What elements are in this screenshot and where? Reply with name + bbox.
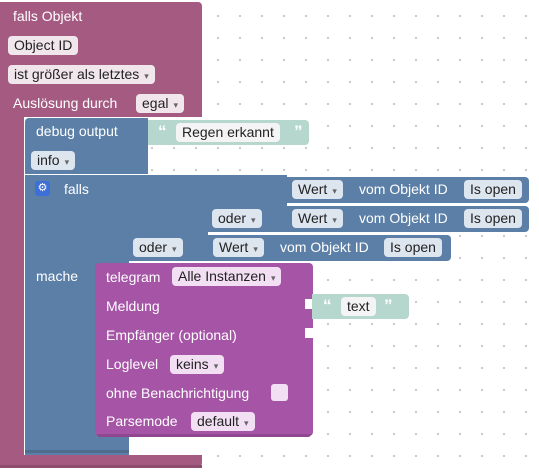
value-select-3-label: Wert — [219, 239, 249, 255]
value-select-2-label: Wert — [298, 210, 328, 226]
quote-open-icon: “ — [158, 122, 167, 141]
debug-text-field[interactable]: Regen erkannt — [176, 123, 280, 142]
parsemode-label: Parsemode — [106, 413, 178, 429]
or-select-outer[interactable]: oder ▾ — [133, 238, 183, 257]
quote-close-icon: ” — [384, 296, 393, 315]
chevron-down-icon: ▾ — [253, 244, 258, 254]
gear-icon[interactable]: ⚙ — [35, 181, 50, 196]
value-select-2[interactable]: Wert ▾ — [292, 209, 343, 228]
input-notch — [305, 328, 313, 338]
trigger-block-spine — [0, 110, 24, 462]
value-select-3[interactable]: Wert ▾ — [213, 238, 264, 257]
condition-select[interactable]: ist größer als letztes ▾ — [8, 65, 155, 84]
chevron-down-icon: ▾ — [244, 418, 249, 428]
object-field-3[interactable]: Is open — [384, 238, 442, 257]
telegram-block-shadow — [97, 434, 311, 437]
chevron-down-icon: ▾ — [173, 100, 178, 110]
chevron-down-icon: ▾ — [332, 186, 337, 196]
if-block-shadow — [25, 450, 129, 453]
trigger-by-label: Auslösung durch — [13, 95, 118, 111]
trigger-select[interactable]: egal ▾ — [136, 94, 184, 113]
of-object-label-1: vom Objekt ID — [359, 181, 448, 197]
or-select-inner-label: oder — [218, 210, 247, 226]
object-id-field[interactable]: Object ID — [8, 36, 79, 55]
telegram-label: telegram — [106, 269, 161, 285]
or-select-inner[interactable]: oder ▾ — [212, 209, 262, 228]
trigger-title: falls Objekt — [13, 8, 83, 24]
chevron-down-icon: ▾ — [213, 361, 219, 371]
trigger-block-footer — [0, 455, 202, 467]
trigger-select-label: egal — [142, 95, 169, 111]
value-select-1[interactable]: Wert ▾ — [292, 180, 343, 199]
instance-select-label: Alle Instanzen — [178, 268, 266, 284]
instance-select[interactable]: Alle Instanzen ▾ — [172, 267, 282, 286]
chevron-down-icon: ▾ — [64, 157, 70, 167]
debug-level-select[interactable]: info ▾ — [31, 151, 76, 170]
message-text-field[interactable]: text — [341, 297, 376, 316]
debug-output-label: debug output — [36, 123, 118, 139]
object-field-2[interactable]: Is open — [464, 209, 522, 228]
do-label: mache — [36, 268, 79, 284]
quote-open-icon: “ — [323, 296, 332, 315]
chevron-down-icon: ▾ — [251, 215, 256, 225]
trigger-block-shadow — [0, 465, 202, 468]
or-select-outer-label: oder — [139, 239, 168, 255]
silent-checkbox[interactable] — [271, 384, 288, 401]
debug-level-label: info — [37, 152, 60, 168]
input-notch — [305, 299, 313, 309]
loglevel-select[interactable]: keins ▾ — [170, 355, 225, 374]
telegram-block[interactable] — [95, 263, 313, 436]
quote-close-icon: ” — [294, 122, 303, 141]
value-select-1-label: Wert — [298, 181, 328, 197]
if-label: falls — [64, 181, 89, 197]
of-object-label-3: vom Objekt ID — [280, 239, 369, 255]
loglevel-select-label: keins — [176, 356, 209, 372]
recipient-label: Empfänger (optional) — [106, 327, 237, 343]
of-object-label-2: vom Objekt ID — [359, 210, 448, 226]
message-label: Meldung — [106, 298, 160, 314]
silent-label: ohne Benachrichtigung — [106, 385, 250, 401]
chevron-down-icon: ▾ — [144, 71, 149, 81]
chevron-down-icon: ▾ — [270, 273, 276, 283]
condition-select-label: ist größer als letztes — [14, 66, 140, 82]
chevron-down-icon: ▾ — [332, 215, 337, 225]
loglevel-label: Loglevel — [106, 356, 159, 372]
chevron-down-icon: ▾ — [172, 244, 177, 254]
parsemode-select-label: default — [197, 413, 240, 429]
parsemode-select[interactable]: default ▾ — [191, 412, 255, 431]
object-field-1[interactable]: Is open — [464, 180, 522, 199]
